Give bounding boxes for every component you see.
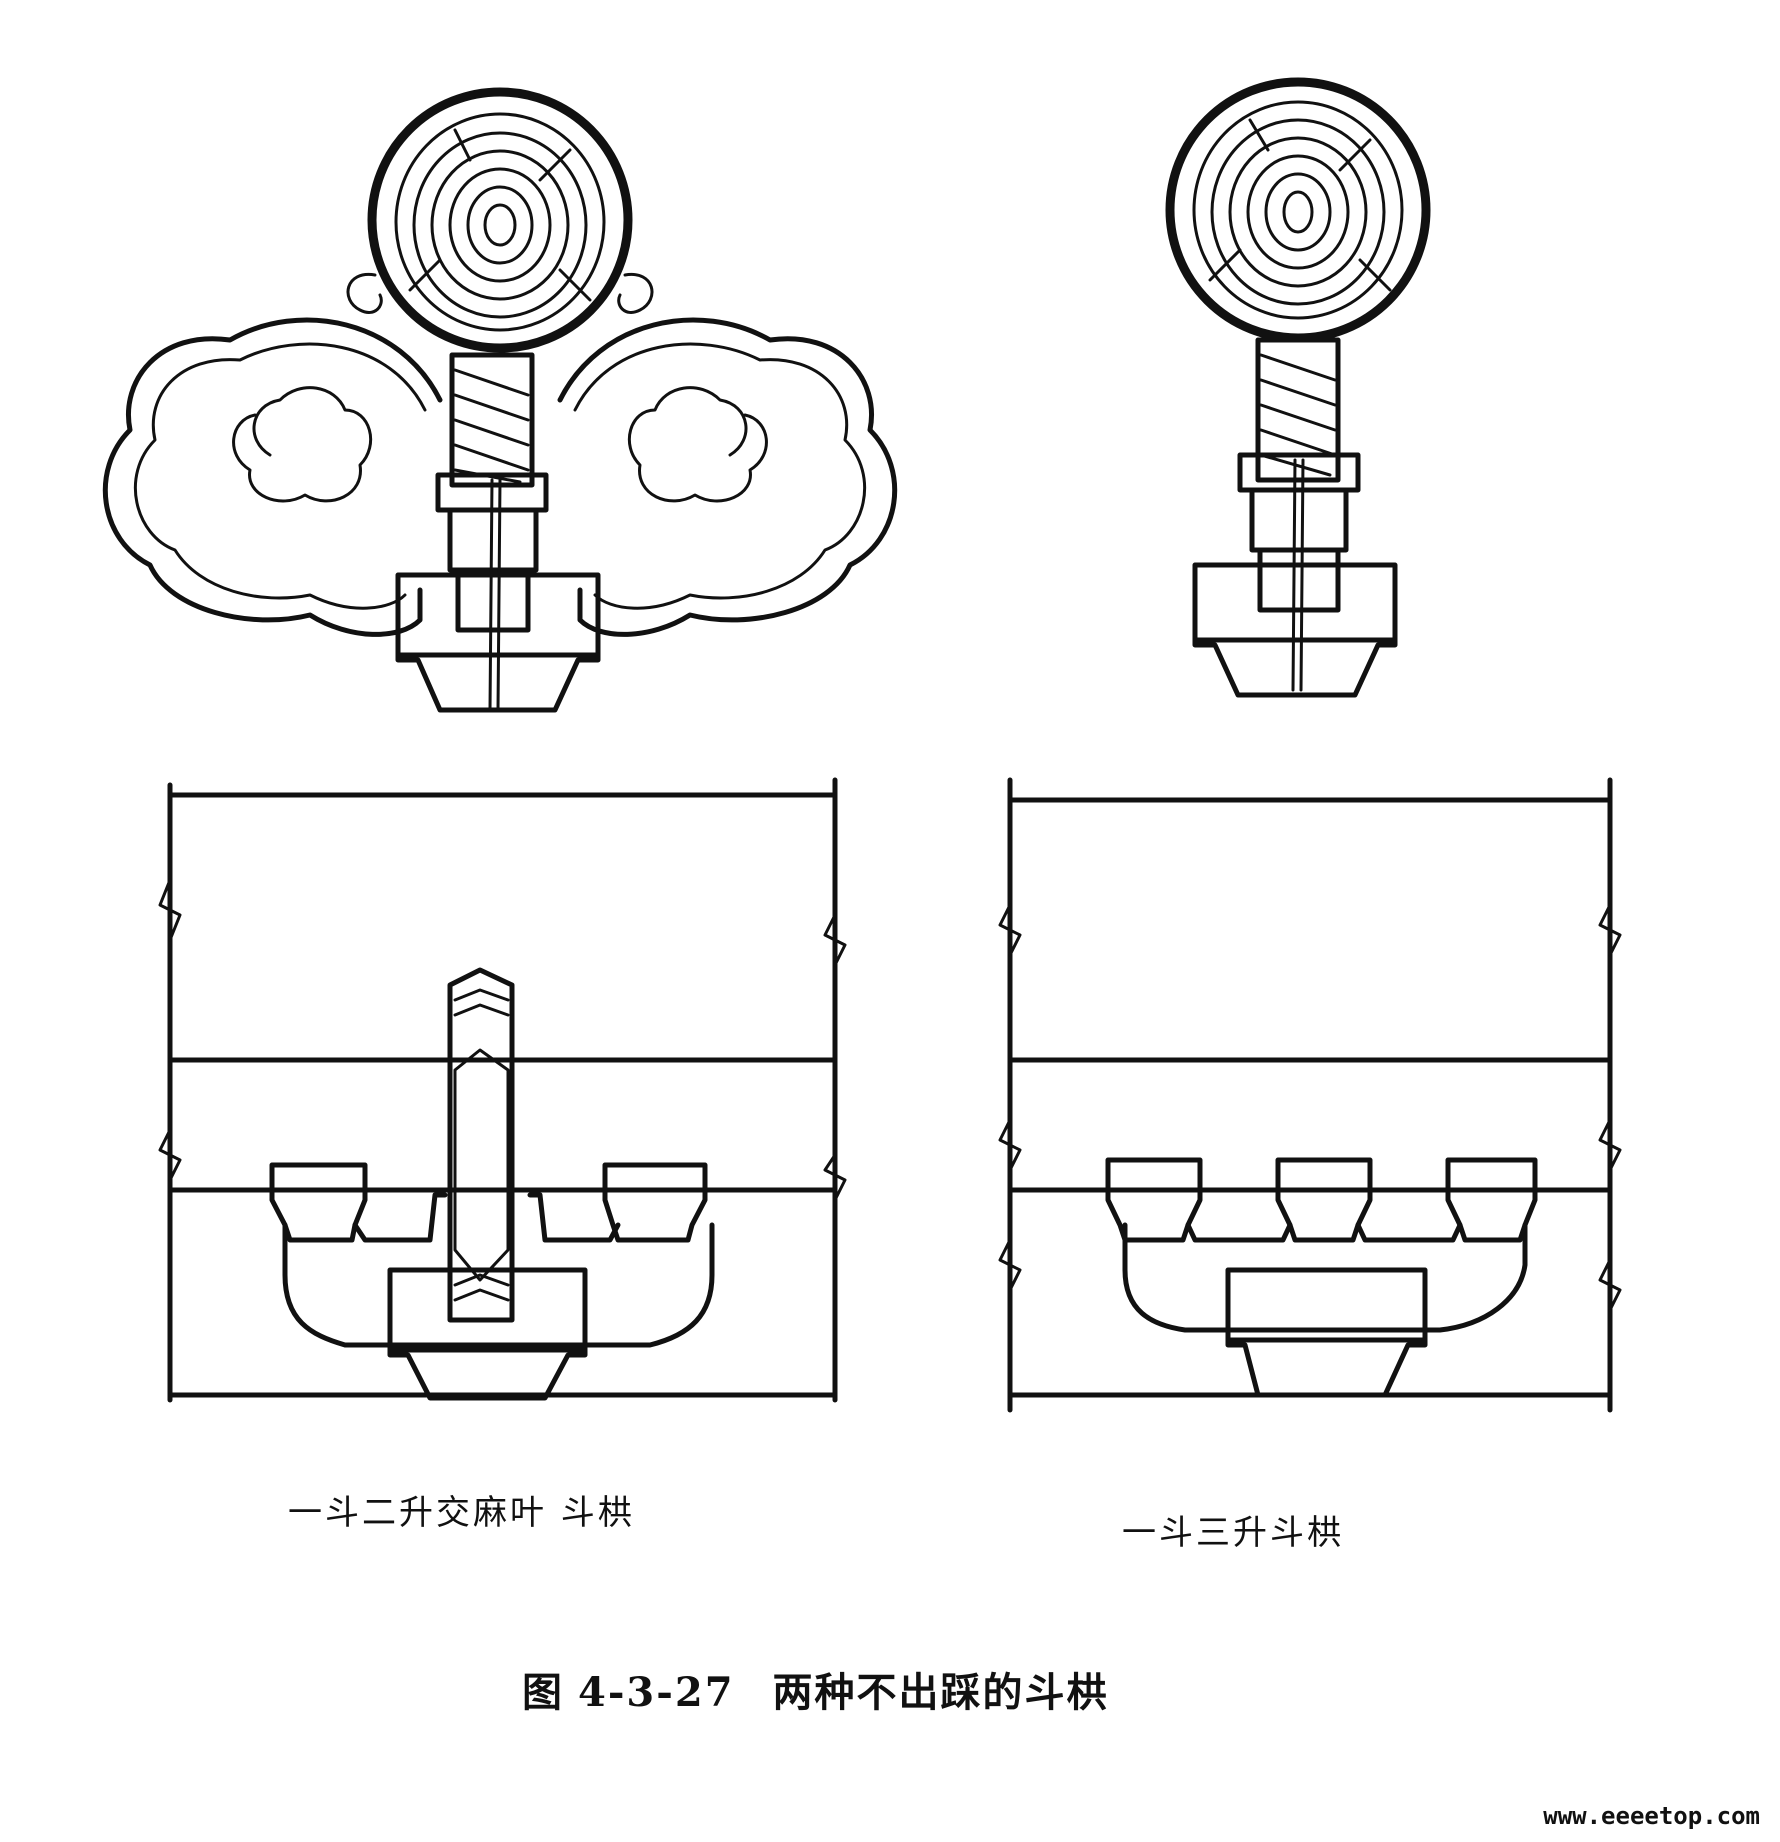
left-log-rings	[394, 112, 606, 332]
left-cloud-scroll	[232, 386, 373, 503]
left-sheng-2	[602, 1162, 708, 1243]
left-blade	[447, 967, 515, 1323]
right-sheng-2	[1275, 1157, 1373, 1243]
right-middle-block	[1249, 487, 1349, 553]
caption-number: 4-3-27	[578, 1669, 735, 1716]
right-post	[1255, 337, 1341, 483]
right-lower-block	[1257, 547, 1341, 613]
caption-prefix: 图	[522, 1670, 564, 1716]
right-side-view	[1165, 77, 1431, 698]
right-sheng-1	[1105, 1157, 1203, 1243]
right-drawing-label: 一斗三升斗栱	[1122, 1513, 1344, 1553]
figure-caption: 图 4-3-27 两种不出踩的斗栱	[522, 1660, 1109, 1718]
right-sheng-3	[1445, 1157, 1538, 1243]
left-log	[367, 87, 633, 353]
right-cloud-scroll	[627, 386, 768, 503]
left-main-dou	[387, 1267, 588, 1401]
right-main-dou	[1225, 1267, 1428, 1398]
left-curl	[346, 272, 383, 314]
left-arm	[282, 1222, 715, 1348]
right-curl	[617, 272, 654, 314]
left-cloud-ornament	[102, 317, 443, 637]
left-drawing-label: 一斗二升交麻叶 斗栱	[288, 1493, 635, 1533]
right-log-rings	[1192, 100, 1404, 320]
left-cloud-inner	[133, 342, 427, 610]
left-sheng-1	[269, 1162, 368, 1243]
caption-title: 两种不出踩的斗栱	[772, 1670, 1109, 1716]
right-dou-block	[1192, 562, 1398, 698]
right-arm	[1122, 1222, 1528, 1333]
right-cloud-inner	[573, 342, 867, 610]
left-elevation	[158, 777, 847, 1403]
left-lower-block	[455, 567, 531, 633]
left-side-view	[102, 87, 898, 713]
watermark: www.eeeetop.com	[1543, 1802, 1760, 1830]
left-dou-block	[395, 572, 601, 713]
right-cloud-ornament	[557, 317, 898, 637]
right-elevation	[998, 777, 1622, 1413]
